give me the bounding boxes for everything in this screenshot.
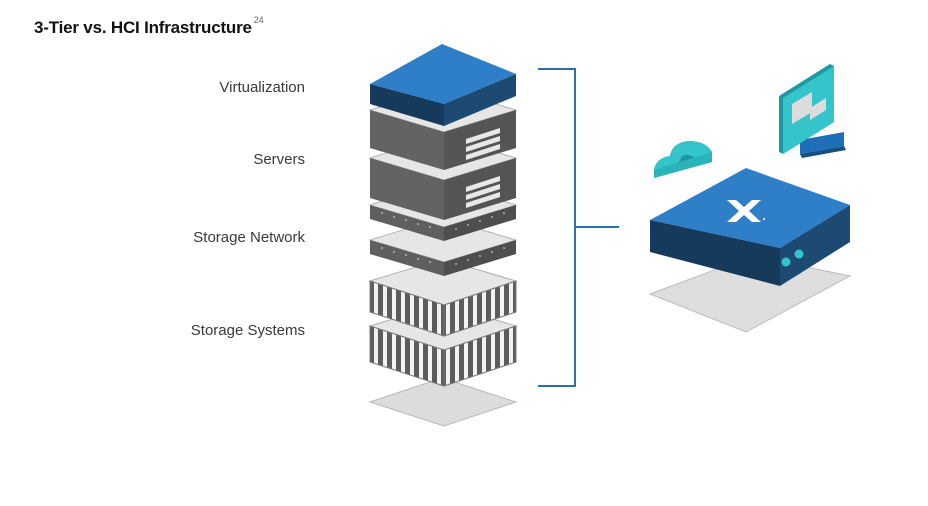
layer-label-storage-systems: Storage Systems: [190, 322, 305, 339]
page-title-text: 3-Tier vs. HCI Infrastructure: [34, 18, 252, 37]
three-tier-stack: [368, 44, 518, 427]
layer-label-virtualization: Virtualization: [219, 79, 305, 96]
virtualization-layer: [370, 44, 516, 126]
footnote-ref: 24: [253, 15, 264, 26]
x-logo-icon: [727, 200, 765, 222]
hci-appliance: [650, 168, 850, 286]
cloud-icon: [654, 141, 712, 178]
hci-node: [648, 168, 852, 333]
layer-label-storage-network: Storage Network: [193, 229, 305, 246]
stack-base-plate: [368, 377, 518, 427]
monitor-icon: [779, 64, 846, 158]
layer-label-servers: Servers: [253, 151, 305, 168]
comparison-bracket: [538, 68, 619, 387]
storage-system-unit: [368, 258, 518, 337]
